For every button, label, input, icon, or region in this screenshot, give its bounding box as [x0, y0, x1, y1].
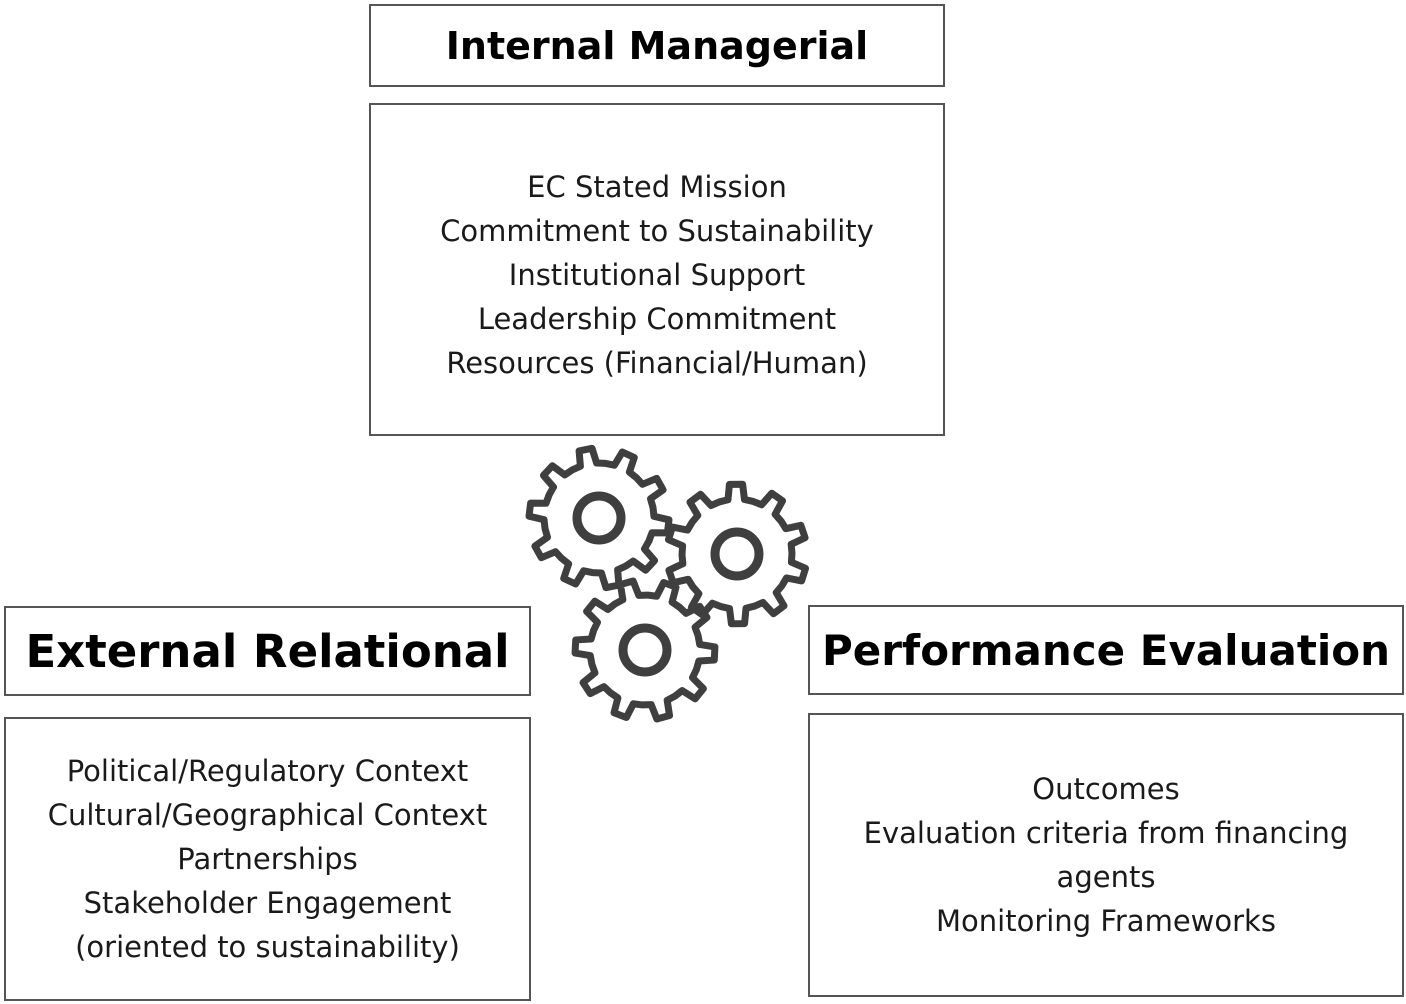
list-item: Outcomes — [1032, 772, 1180, 806]
internal-managerial-list: EC Stated Mission Commitment to Sustaina… — [369, 103, 945, 436]
list-item: Commitment to Sustainability — [440, 213, 874, 248]
list-item: Leadership Commitment — [477, 301, 837, 336]
gear-3-hub-icon — [618, 623, 672, 677]
list-item: Institutional Support — [508, 257, 806, 292]
list-item: Monitoring Frameworks — [936, 904, 1276, 938]
list-item: Evaluation criteria from financing — [863, 816, 1349, 850]
internal-managerial-title: Internal Managerial — [369, 4, 945, 87]
gear-1-hub-icon — [572, 491, 626, 545]
list-item: Resources (Financial/Human) — [446, 345, 868, 380]
performance-evaluation-title: Performance Evaluation — [808, 605, 1404, 695]
list-item: Cultural/Geographical Context — [47, 798, 488, 832]
performance-evaluation-list: Outcomes Evaluation criteria from financ… — [808, 713, 1404, 997]
list-item: Political/Regulatory Context — [66, 754, 469, 788]
list-item: Partnerships — [177, 842, 358, 876]
external-relational-list: Political/Regulatory Context Cultural/Ge… — [4, 717, 531, 1001]
gear-1-icon — [525, 444, 673, 592]
gear-2-hub-icon — [710, 527, 764, 581]
external-relational-title: External Relational — [4, 606, 531, 696]
list-item: (oriented to sustainability) — [75, 930, 460, 964]
gear-2-icon — [664, 480, 810, 628]
list-item: EC Stated Mission — [527, 169, 787, 204]
list-item: agents — [1056, 860, 1156, 894]
list-item: Stakeholder Engagement — [83, 886, 452, 920]
gear-3-icon — [571, 577, 719, 723]
gears-icon — [525, 444, 810, 723]
